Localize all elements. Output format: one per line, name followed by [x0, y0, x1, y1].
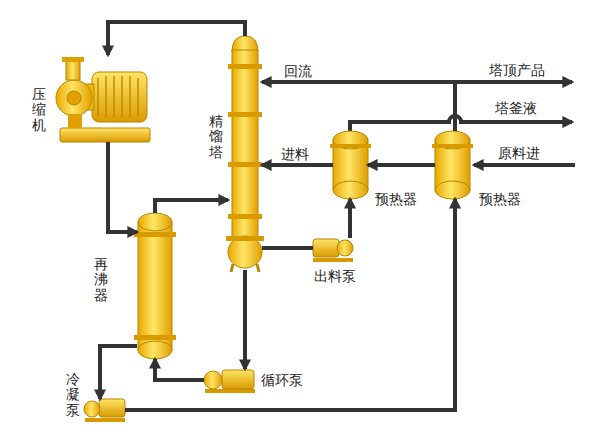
- reboiler-node: 再沸器: [137, 213, 172, 359]
- compressor: [129, 76, 131, 118]
- preheater-node: 预热器: [435, 131, 470, 199]
- distillation-column: [228, 64, 262, 69]
- pump-node: 循环泵: [204, 369, 255, 393]
- pump: [204, 371, 222, 389]
- pump: [313, 239, 339, 257]
- reboiler: [138, 213, 172, 231]
- column-node: 精馏塔: [228, 36, 262, 270]
- pipe-connector: [368, 163, 435, 167]
- pipe-connector: [108, 22, 245, 55]
- pump: [337, 240, 353, 256]
- pump: [205, 389, 255, 393]
- equipment-label: 冷凝泵: [66, 372, 80, 418]
- compressor: [137, 78, 139, 116]
- pipe-connector: [125, 199, 455, 410]
- equipment-label: 压缩机: [32, 87, 46, 133]
- pipe-connector: [108, 142, 137, 232]
- pipe-connector: [155, 359, 204, 380]
- pump: [313, 258, 353, 262]
- pump: [99, 399, 125, 417]
- pipe-connector: [243, 270, 247, 369]
- pump: [222, 370, 254, 389]
- pipe-connector: [348, 199, 352, 238]
- stream-label: 塔顶产品: [488, 62, 546, 79]
- pipe-connector: [100, 346, 137, 399]
- compressor: [66, 60, 80, 80]
- outlet-pipes: [474, 163, 575, 167]
- compressor: [56, 80, 92, 116]
- distillation-column: [231, 264, 233, 272]
- pipe-connector: [262, 82, 455, 131]
- equipment-label: 精馏塔: [209, 114, 223, 160]
- reboiler: [138, 341, 172, 359]
- preheater: [330, 131, 473, 199]
- compressor: [68, 114, 82, 128]
- distillation-column: [228, 112, 262, 117]
- pump: [84, 401, 100, 417]
- compressor: [105, 76, 107, 118]
- distillation-column: [228, 214, 262, 219]
- compressor: [121, 76, 123, 118]
- compressor: [62, 57, 84, 62]
- distillation-column: [232, 50, 258, 240]
- pipe-label: 回流: [283, 63, 313, 80]
- compressor: [92, 72, 147, 122]
- preheater: [435, 181, 470, 199]
- stream-label: 原料进: [497, 145, 541, 162]
- compressor: [97, 78, 99, 116]
- compressor: [67, 91, 81, 105]
- equipment-label: 出料泵: [314, 268, 356, 285]
- pipe-label: 进料: [280, 146, 310, 163]
- reboiler: [134, 335, 176, 340]
- distillation-column: [257, 264, 259, 272]
- reboiler: [134, 232, 176, 237]
- pump: [85, 418, 125, 422]
- pipe-connector: [262, 246, 313, 250]
- pump-node: 出料泵: [313, 238, 353, 262]
- compressor: [60, 128, 150, 142]
- equipment-label: 预热器: [375, 191, 417, 208]
- preheater: [432, 144, 473, 148]
- compressor: [113, 76, 115, 118]
- pipe-connector: [155, 200, 228, 213]
- reboiler: [138, 222, 172, 350]
- pump-node: 冷凝泵: [84, 399, 125, 422]
- compressor-node: 压缩机: [58, 55, 150, 142]
- equipment-label: 预热器: [479, 191, 521, 208]
- outlet-pipes: [455, 80, 572, 84]
- pump: [84, 239, 353, 422]
- equipment-label: 再沸器: [94, 257, 108, 303]
- stream-label: 塔釜液: [494, 100, 538, 117]
- distillation-column: [226, 236, 264, 241]
- reboiler: [134, 213, 176, 359]
- preheater: [333, 181, 368, 199]
- pipe-connector: [262, 163, 333, 167]
- preheater-node: 预热器: [333, 131, 368, 199]
- equipment-label: 循环泵: [261, 372, 303, 389]
- compressor: [56, 57, 150, 142]
- distillation-column: [228, 162, 262, 167]
- compressor: [98, 76, 138, 118]
- distillation-column: [226, 36, 264, 272]
- preheater: [330, 144, 371, 148]
- outlet-pipes: [350, 116, 572, 133]
